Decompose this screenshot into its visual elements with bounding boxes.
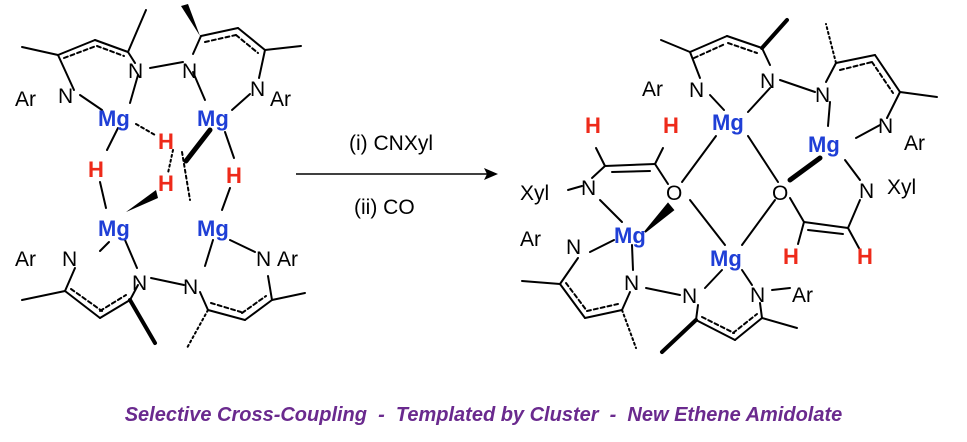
xyl-label: Xyl (887, 176, 916, 199)
hydride-label: H (88, 157, 104, 182)
magnesium-label: Mg (808, 132, 840, 157)
nitrogen-label: N (859, 180, 874, 203)
xyl-label: Xyl (520, 182, 549, 205)
ar-label: Ar (904, 132, 925, 155)
nitrogen-label: N (682, 285, 697, 308)
nitrogen-label: N (750, 284, 765, 307)
nitrogen-label: N (581, 177, 596, 200)
magnesium-label: Mg (98, 216, 130, 241)
nitrogen-label: N (760, 70, 775, 93)
ar-label: Ar (270, 88, 291, 111)
nitrogen-label: N (566, 236, 581, 259)
ar-label: Ar (642, 78, 663, 101)
nitrogen-label: N (132, 272, 147, 295)
reaction-arrow: (i) CNXyl (ii) CO (296, 132, 498, 219)
oxygen-label: O (772, 182, 788, 205)
nitrogen-label: N (256, 248, 271, 271)
ar-label: Ar (15, 248, 36, 271)
nitrogen-label: N (62, 248, 77, 271)
nitrogen-label: N (624, 272, 639, 295)
magnesium-label: Mg (197, 106, 229, 131)
reactant-labels: Ar N N N N Ar Mg Mg H H H H Mg Mg Ar N N… (15, 60, 298, 299)
reaction-scheme: Ar N N N N Ar Mg Mg H H H H Mg Mg Ar N N… (15, 4, 938, 354)
magnesium-label: Mg (197, 216, 229, 241)
ar-label: Ar (15, 88, 36, 111)
hydride-label: H (158, 171, 174, 196)
vinyl-hydrogen-label: H (663, 113, 679, 138)
ar-label: Ar (792, 284, 813, 307)
vinyl-hydrogen-label: H (783, 244, 799, 269)
product-amidolate-cluster (521, 18, 938, 354)
nitrogen-label: N (250, 78, 265, 101)
scheme-caption: Selective Cross-Coupling - Templated by … (124, 404, 843, 426)
hydride-label: H (158, 129, 174, 154)
magnesium-label: Mg (98, 106, 130, 131)
nitrogen-label: N (182, 60, 197, 83)
nitrogen-label: N (815, 84, 830, 107)
magnesium-label: Mg (712, 110, 744, 135)
reactant-mg4h4-cluster (21, 4, 306, 349)
nitrogen-label: N (128, 60, 143, 83)
magnesium-label: Mg (710, 246, 742, 271)
ar-label: Ar (277, 248, 298, 271)
magnesium-label: Mg (614, 223, 646, 248)
hydride-label: H (226, 163, 242, 188)
nitrogen-label: N (58, 85, 73, 108)
nitrogen-label: N (183, 276, 198, 299)
vinyl-hydrogen-label: H (857, 244, 873, 269)
nitrogen-label: N (878, 115, 893, 138)
vinyl-hydrogen-label: H (585, 113, 601, 138)
ar-label: Ar (520, 228, 541, 251)
reagent-step-2: (ii) CO (354, 196, 415, 219)
product-labels: Ar N N N N Ar H H Mg Mg Xyl N O O N Xyl … (520, 70, 925, 308)
reagent-step-1: (i) CNXyl (349, 132, 433, 155)
nitrogen-label: N (689, 79, 704, 102)
oxygen-label: O (666, 182, 682, 205)
